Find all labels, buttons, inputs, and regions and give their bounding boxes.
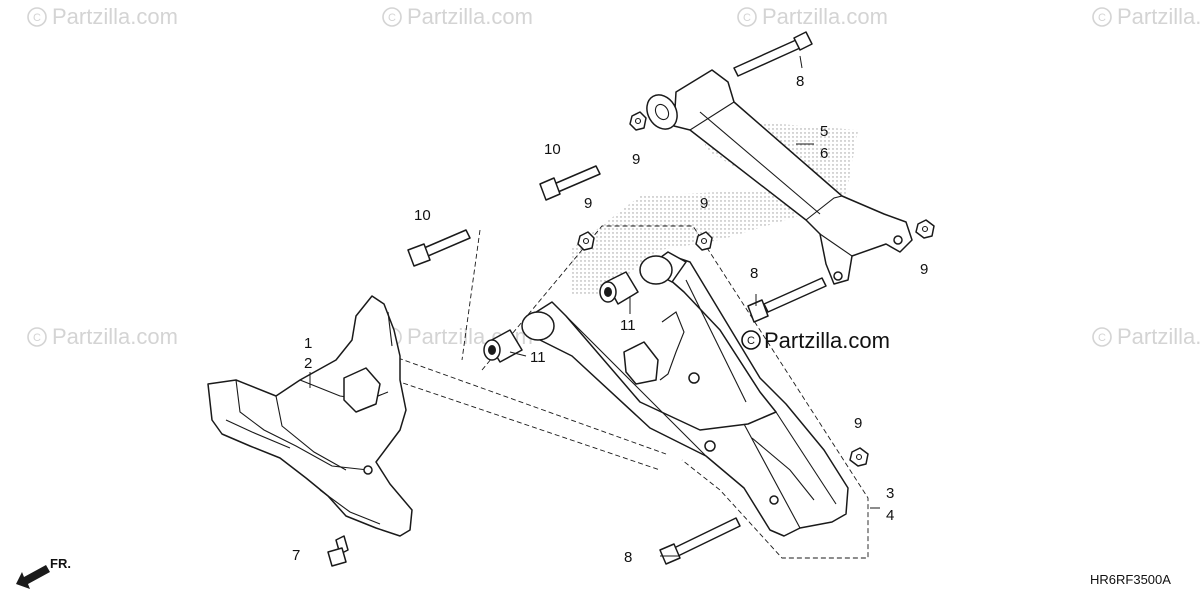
- callout-6: 6: [820, 145, 828, 162]
- bolt-8-top: [733, 31, 813, 77]
- watermark-layer: C Partzilla.com C Partzilla.com C Partzi…: [27, 4, 1200, 349]
- svg-text:C: C: [1098, 332, 1106, 344]
- callout-10-lower: 10: [414, 207, 431, 224]
- callout-1: 1: [304, 335, 312, 352]
- callout-5: 5: [820, 123, 828, 140]
- svg-text:Partzilla.com: Partzilla.com: [52, 324, 178, 349]
- callouts: 1 2 3 4 5 6 7 8 8 8 9 9 9 9 9 10 10 11 1…: [292, 73, 928, 566]
- callout-9-left: 9: [584, 195, 592, 212]
- callout-8-top: 8: [796, 73, 804, 90]
- bolt-10-lower: [407, 229, 471, 267]
- callout-10-upper: 10: [544, 141, 561, 158]
- callout-9-center: 9: [700, 195, 708, 212]
- assembly-guides: [387, 225, 869, 559]
- lower-arm: [521, 251, 849, 537]
- upper-arm: [646, 69, 913, 285]
- callout-2: 2: [304, 355, 312, 372]
- nut-9: [629, 111, 647, 131]
- callout-11-upper: 11: [620, 317, 636, 334]
- svg-text:C: C: [33, 12, 41, 24]
- watermark: C Partzilla.com: [1092, 4, 1200, 29]
- svg-text:Partzilla.com: Partzilla.com: [764, 328, 890, 353]
- callout-9-arm-bolt: 9: [632, 151, 640, 168]
- bolt-8-middle: [747, 277, 827, 323]
- callout-8-middle: 8: [750, 265, 758, 282]
- svg-text:C: C: [743, 12, 751, 24]
- callout-9-lower: 9: [854, 415, 862, 432]
- svg-text:Partzilla.com: Partzilla.com: [762, 4, 888, 29]
- callout-3: 3: [886, 485, 894, 502]
- copyright-icon: [741, 330, 761, 350]
- svg-text:Partzilla.com: Partzilla.com: [1117, 324, 1200, 349]
- callout-8-bottom: 8: [624, 549, 632, 566]
- front-label: FR.: [50, 556, 71, 571]
- svg-text:Partzilla.com: Partzilla.com: [407, 4, 533, 29]
- svg-text:C: C: [1098, 12, 1106, 24]
- watermark: C Partzilla.com: [737, 4, 888, 29]
- svg-text:C: C: [33, 332, 41, 344]
- nut-9: [695, 231, 713, 251]
- svg-text:Partzilla.com: Partzilla.com: [52, 4, 178, 29]
- watermark: C Partzilla.com: [382, 4, 533, 29]
- svg-text:Partzilla.com: Partzilla.com: [1117, 4, 1200, 29]
- bushing-lower: [483, 329, 523, 363]
- brand-mark: C Partzilla.com: [741, 328, 890, 353]
- bolt-7: [327, 535, 349, 567]
- nut-9: [577, 231, 595, 251]
- nut-9: [915, 219, 935, 239]
- front-direction: FR.: [16, 556, 71, 589]
- svg-text:C: C: [747, 335, 755, 347]
- diagram-code: HR6RF3500A: [1090, 572, 1171, 587]
- bolt-8-bottom: [659, 517, 741, 565]
- watermark: C Partzilla.com: [1092, 324, 1200, 349]
- skid-guard: [207, 295, 413, 537]
- callout-7: 7: [292, 547, 300, 564]
- watermark: C Partzilla.com: [27, 324, 178, 349]
- bolt-10-upper: [539, 165, 601, 201]
- callout-4: 4: [886, 507, 894, 524]
- leader-lines: [309, 55, 880, 557]
- callout-11-lower: 11: [530, 349, 546, 366]
- svg-text:C: C: [388, 12, 396, 24]
- nut-9: [849, 447, 869, 467]
- watermark: C Partzilla.com: [27, 4, 178, 29]
- callout-9-right: 9: [920, 261, 928, 278]
- front-arrow-icon: [16, 565, 50, 589]
